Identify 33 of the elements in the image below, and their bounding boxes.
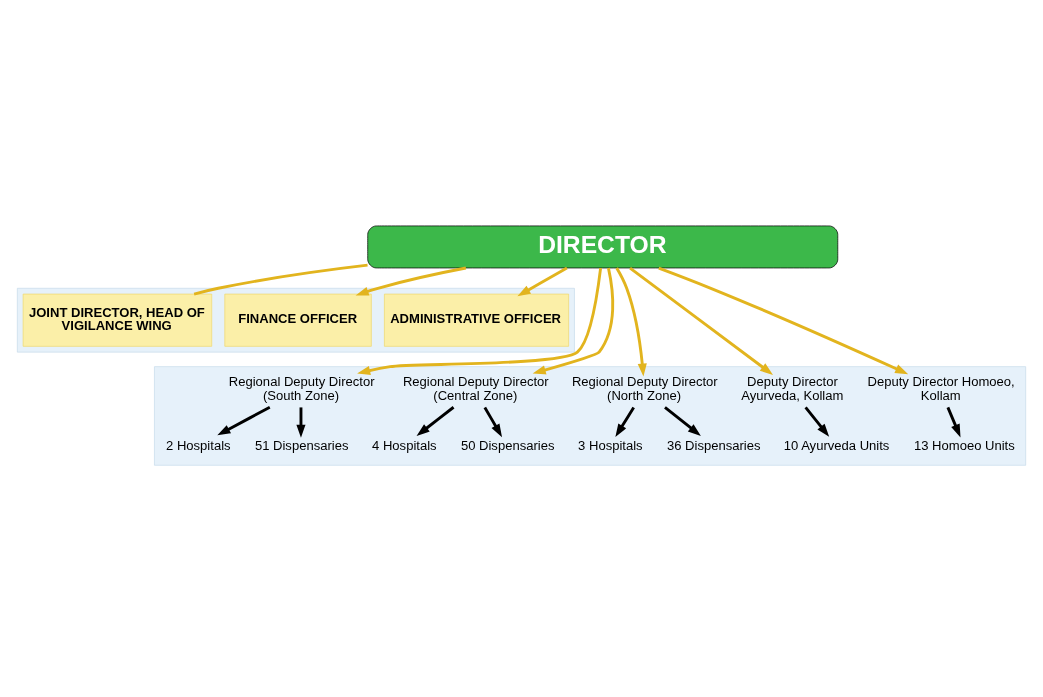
arrow <box>517 266 568 297</box>
arrow <box>483 406 503 438</box>
node-text: 51 Dispensaries <box>254 437 349 453</box>
node-text: 13 Homoeo Units <box>913 437 1015 453</box>
node-text: 50 Dispensaries <box>460 437 555 453</box>
node-text: Regional Deputy Director (South Zone) <box>228 373 375 404</box>
arrow <box>296 407 306 438</box>
node-box: JOINT DIRECTOR, HEAD OF VIGILANCE WING <box>22 293 213 347</box>
node-box: DIRECTOR <box>367 225 839 269</box>
arrow <box>532 267 615 375</box>
node-box: FINANCE OFFICER <box>224 293 372 347</box>
node-box: ADMINISTRATIVE OFFICER <box>384 293 569 347</box>
connector <box>193 263 368 296</box>
node-text: 3 Hospitals <box>578 437 643 453</box>
node-text: Regional Deputy Director (North Zone) <box>571 373 718 404</box>
arrow <box>804 406 830 437</box>
arrow <box>664 406 701 436</box>
arrow <box>658 266 909 375</box>
arrow <box>355 266 467 296</box>
arrow <box>357 267 603 375</box>
arrow <box>629 266 774 375</box>
arrow <box>416 406 455 436</box>
arrow <box>217 406 271 436</box>
arrow <box>615 267 647 377</box>
node-text: Regional Deputy Director (Central Zone) <box>402 373 549 404</box>
arrow <box>615 406 635 438</box>
node-text: 36 Dispensaries <box>666 437 761 453</box>
arrow <box>946 406 961 438</box>
node-text: Deputy Director Homoeo, Kollam <box>867 373 1015 404</box>
node-text: 10 Ayurveda Units <box>783 437 890 453</box>
node-text: Deputy Director Ayurveda, Kollam <box>741 373 844 404</box>
node-text: 2 Hospitals <box>166 437 231 453</box>
node-text: 4 Hospitals <box>372 437 437 453</box>
